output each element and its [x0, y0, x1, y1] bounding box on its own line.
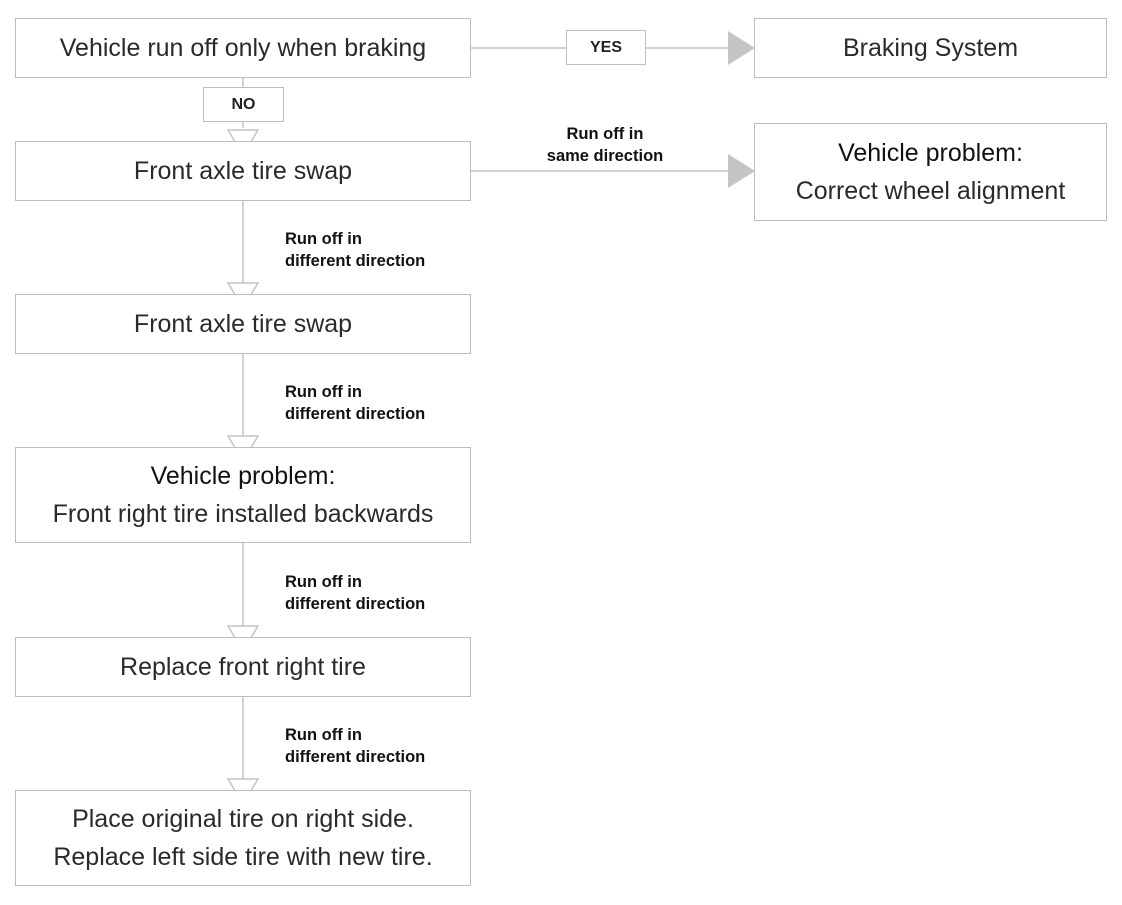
edge-same-direction-label-line-1: Run off in: [566, 125, 644, 143]
edge-yes-arrowhead: [728, 31, 755, 65]
node-braking-system: Braking System: [754, 18, 1107, 78]
node-tire-backwards: Vehicle problem: Front right tire instal…: [15, 447, 471, 543]
node-final-action-line-1: Place original tire on right side.: [72, 805, 414, 833]
edge-different-3-label: Run off in different direction: [285, 571, 425, 615]
node-braking-system-text: Braking System: [842, 34, 1019, 62]
node-tire-backwards-text: Front right tire installed backwards: [52, 500, 434, 528]
node-front-axle-swap-2: Front axle tire swap: [15, 294, 471, 354]
edge-yes-label: YES: [566, 30, 646, 65]
edge-different-1-label: Run off in different direction: [285, 228, 425, 272]
edge-same-direction-label-line-2: same direction: [546, 147, 664, 165]
edge-different-4-label-line-2: different direction: [285, 748, 426, 766]
edge-different-1-label-line-2: different direction: [285, 252, 426, 270]
edge-different-3-label-line-1: Run off in: [285, 573, 362, 591]
node-replace-front-right-text: Replace front right tire: [120, 653, 366, 681]
edge-different-3-label-line-2: different direction: [285, 595, 426, 613]
node-final-action-line-2: Replace left side tire with new tire.: [53, 843, 433, 871]
edge-same-direction-label: Run off in same direction: [530, 123, 680, 167]
edge-different-4-label-line-1: Run off in: [285, 726, 362, 744]
edge-same-direction-arrowhead: [728, 154, 755, 188]
node-wheel-alignment-title: Vehicle problem:: [838, 139, 1023, 167]
edge-different-2-label-line-1: Run off in: [285, 383, 362, 401]
node-front-axle-swap-1-text: Front axle tire swap: [133, 157, 353, 185]
edge-no-label: NO: [203, 87, 284, 122]
node-tire-backwards-title: Vehicle problem:: [150, 462, 336, 490]
node-replace-front-right: Replace front right tire: [15, 637, 471, 697]
node-start-text: Vehicle run off only when braking: [59, 34, 427, 62]
edge-different-2-label-line-2: different direction: [285, 405, 426, 423]
node-final-action: Place original tire on right side. Repla…: [15, 790, 471, 886]
node-wheel-alignment: Vehicle problem: Correct wheel alignment: [754, 123, 1107, 221]
node-wheel-alignment-text: Correct wheel alignment: [795, 177, 1066, 205]
node-start: Vehicle run off only when braking: [15, 18, 471, 78]
edge-different-2-label: Run off in different direction: [285, 381, 425, 425]
node-front-axle-swap-1: Front axle tire swap: [15, 141, 471, 201]
edge-different-1-label-line-1: Run off in: [285, 230, 362, 248]
edge-different-4-label: Run off in different direction: [285, 724, 425, 768]
node-front-axle-swap-2-text: Front axle tire swap: [133, 310, 353, 338]
